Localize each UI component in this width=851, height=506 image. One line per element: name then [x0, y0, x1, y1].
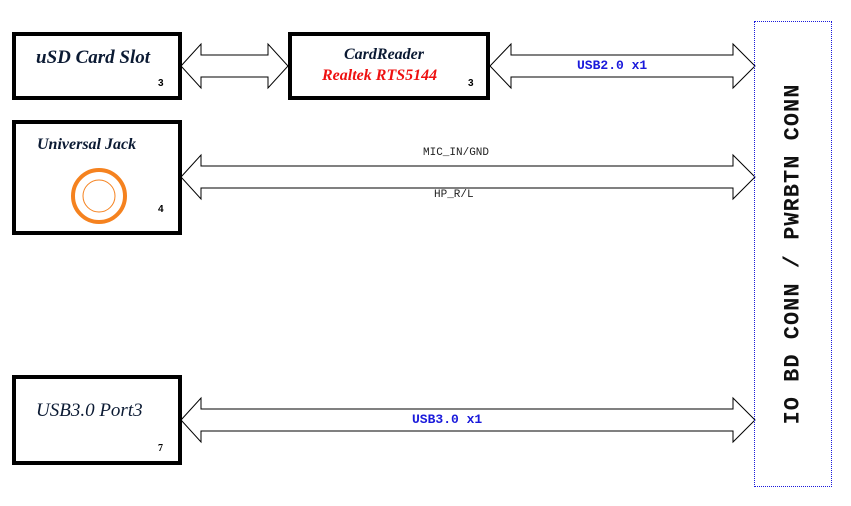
- hp-signal-label: HP_R/L: [434, 189, 474, 201]
- usb3-port3-title: USB3.0 Port3: [36, 400, 143, 421]
- card-reader-block: CardReader Realtek RTS5144 3: [288, 32, 490, 100]
- usd-card-slot-title: uSD Card Slot: [36, 47, 151, 68]
- audio-bus-arrow: [180, 153, 756, 201]
- usd-card-slot-block: uSD Card Slot 3: [12, 32, 182, 100]
- usd-card-slot-page-ref: 3: [158, 78, 164, 89]
- card-reader-chip: Realtek RTS5144: [322, 67, 438, 84]
- card-reader-title: CardReader: [344, 46, 424, 63]
- universal-jack-block: Universal Jack 4: [12, 120, 182, 235]
- usb3-port3-block: USB3.0 Port3 7: [12, 375, 182, 465]
- io-board-connector: IO BD CONN / PWRBTN CONN: [754, 21, 832, 487]
- usb2-bus-arrow: [489, 42, 756, 90]
- card-reader-page-ref: 3: [468, 78, 474, 89]
- universal-jack-page-ref: 4: [158, 204, 164, 215]
- universal-jack-title: Universal Jack: [37, 136, 137, 153]
- usb3-signal-label: USB3.0 x1: [412, 412, 483, 427]
- usb3-bus-arrow: [180, 396, 756, 444]
- audio-jack-icon: [71, 168, 127, 224]
- usb2-signal-label: USB2.0 x1: [577, 58, 648, 73]
- connector-label: IO BD CONN / PWRBTN CONN: [780, 83, 806, 425]
- usb3-port3-page-ref: 7: [158, 443, 163, 454]
- usd-cardreader-bus-arrow: [180, 42, 289, 90]
- mic-in-signal-label: MIC_IN/GND: [423, 147, 490, 159]
